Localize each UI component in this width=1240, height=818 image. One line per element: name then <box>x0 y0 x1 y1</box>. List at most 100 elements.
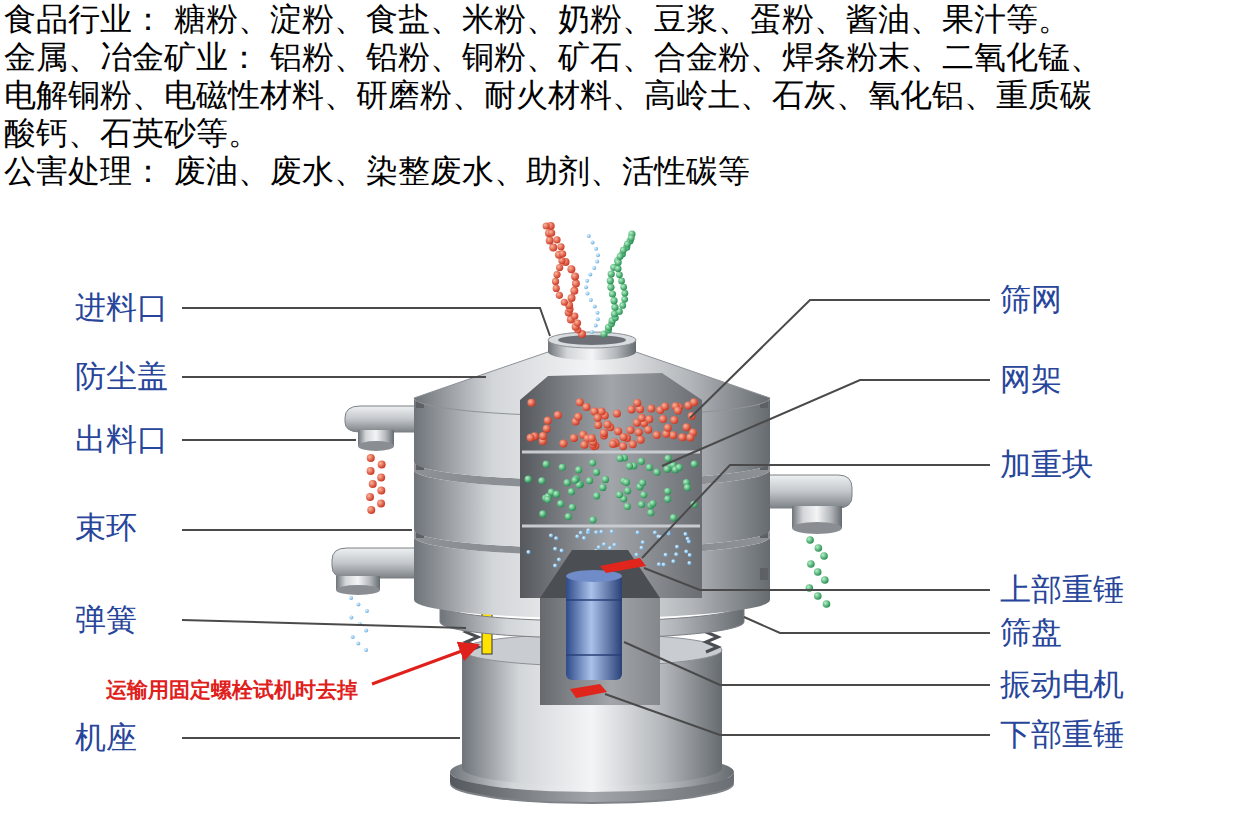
lower-weight <box>570 684 607 698</box>
material-particle <box>595 260 599 264</box>
material-particle <box>367 454 375 462</box>
material-particle <box>369 480 377 488</box>
material-particle <box>593 469 600 476</box>
inlet <box>548 332 636 348</box>
material-particle <box>568 488 575 495</box>
material-particle <box>674 407 682 415</box>
material-particle <box>635 428 643 436</box>
material-particle <box>366 493 374 501</box>
material-particle <box>567 265 575 273</box>
material-particle <box>543 461 550 468</box>
material-particle <box>604 421 612 429</box>
material-particle <box>561 299 568 306</box>
part-label: 出料口 <box>75 422 168 458</box>
material-particle <box>607 277 614 284</box>
note-arrow <box>372 645 478 684</box>
material-particle <box>549 244 557 252</box>
material-particle <box>568 294 576 302</box>
material-particle <box>574 319 581 326</box>
material-particle <box>821 576 829 584</box>
part-label: 筛网 <box>1000 282 1062 318</box>
material-particle <box>559 464 566 471</box>
inlet <box>558 335 626 345</box>
part-label: 筛盘 <box>1000 615 1062 651</box>
cutaway <box>520 373 702 705</box>
material-particle <box>669 431 677 439</box>
material-particle <box>365 609 369 613</box>
label-anchor: 振动电机 <box>1000 667 1124 703</box>
material-particle <box>657 562 661 566</box>
upper-weight <box>600 558 646 573</box>
label-anchor: 出料口 <box>75 422 168 458</box>
material-particle <box>590 330 594 334</box>
material-particle <box>556 264 563 271</box>
material-particle <box>629 440 637 448</box>
material-particle <box>674 552 678 556</box>
material-particle <box>592 266 596 270</box>
leader-line <box>644 568 990 590</box>
material-particle <box>591 240 595 244</box>
material-particle <box>580 441 588 449</box>
material-particle <box>584 285 588 289</box>
material-particle <box>686 537 690 541</box>
material-particle <box>586 477 593 484</box>
material-particle <box>554 411 562 419</box>
right-outlet <box>760 475 852 534</box>
part-label: 弹簧 <box>75 602 137 638</box>
material-particle <box>356 603 360 607</box>
material-particle <box>597 545 601 549</box>
material-particle <box>588 272 592 276</box>
leader-line <box>182 308 550 336</box>
leader-line <box>744 617 990 633</box>
material-particle <box>664 424 672 432</box>
part-label: 下部重锤 <box>1000 717 1124 753</box>
material-particle <box>588 434 596 442</box>
material-particle <box>670 416 678 424</box>
material-particle <box>610 530 614 534</box>
part-label: 加重块 <box>1000 447 1093 483</box>
material-particle <box>823 600 831 608</box>
material-particle <box>637 436 645 444</box>
material-particle <box>618 278 625 285</box>
material-particle <box>574 413 582 421</box>
clamp-ring <box>760 568 768 580</box>
material-particle <box>614 427 622 435</box>
right-outlet <box>760 475 852 508</box>
material-particle <box>820 552 828 560</box>
material-particle <box>525 476 532 483</box>
material-particle <box>576 398 584 406</box>
material-particle <box>633 419 641 427</box>
material-particle <box>641 540 645 544</box>
material-particle <box>557 243 564 250</box>
material-particle <box>600 429 608 437</box>
leader-line <box>690 300 990 418</box>
material-particle <box>684 550 688 554</box>
label-anchor: 束环 <box>75 510 137 546</box>
label-anchor: 金属、冶金矿业： 铝粉、铅粉、铜粉、矿石、合金粉、焊条粉末、二氧化锰、 电解铜粉… <box>4 38 1114 152</box>
leader-line <box>182 620 466 628</box>
leader-line <box>624 642 990 685</box>
industry-text: 金属、冶金矿业： 铝粉、铅粉、铜粉、矿石、合金粉、焊条粉末、二氧化锰、 电解铜粉… <box>4 38 1114 152</box>
material-particle <box>602 542 606 546</box>
material-particle <box>378 461 386 469</box>
material-particle <box>351 635 355 639</box>
material-particle <box>649 500 656 507</box>
material-particle <box>570 287 578 295</box>
material-particle <box>565 513 572 520</box>
material-particle <box>670 514 677 521</box>
material-particles <box>349 222 830 652</box>
material-particle <box>610 297 617 304</box>
material-particle <box>607 284 614 291</box>
cutaway <box>520 373 702 705</box>
material-particle <box>814 592 822 600</box>
material-particle <box>544 417 552 425</box>
vibration-motor <box>566 599 622 601</box>
material-particle <box>553 547 557 551</box>
label-anchor: 筛盘 <box>1000 615 1062 651</box>
material-particle <box>553 285 560 292</box>
material-particle <box>569 504 576 511</box>
material-particle <box>582 536 586 540</box>
label-anchor: 进料口 <box>75 290 168 326</box>
inlet <box>548 332 636 360</box>
material-particle <box>539 510 546 517</box>
